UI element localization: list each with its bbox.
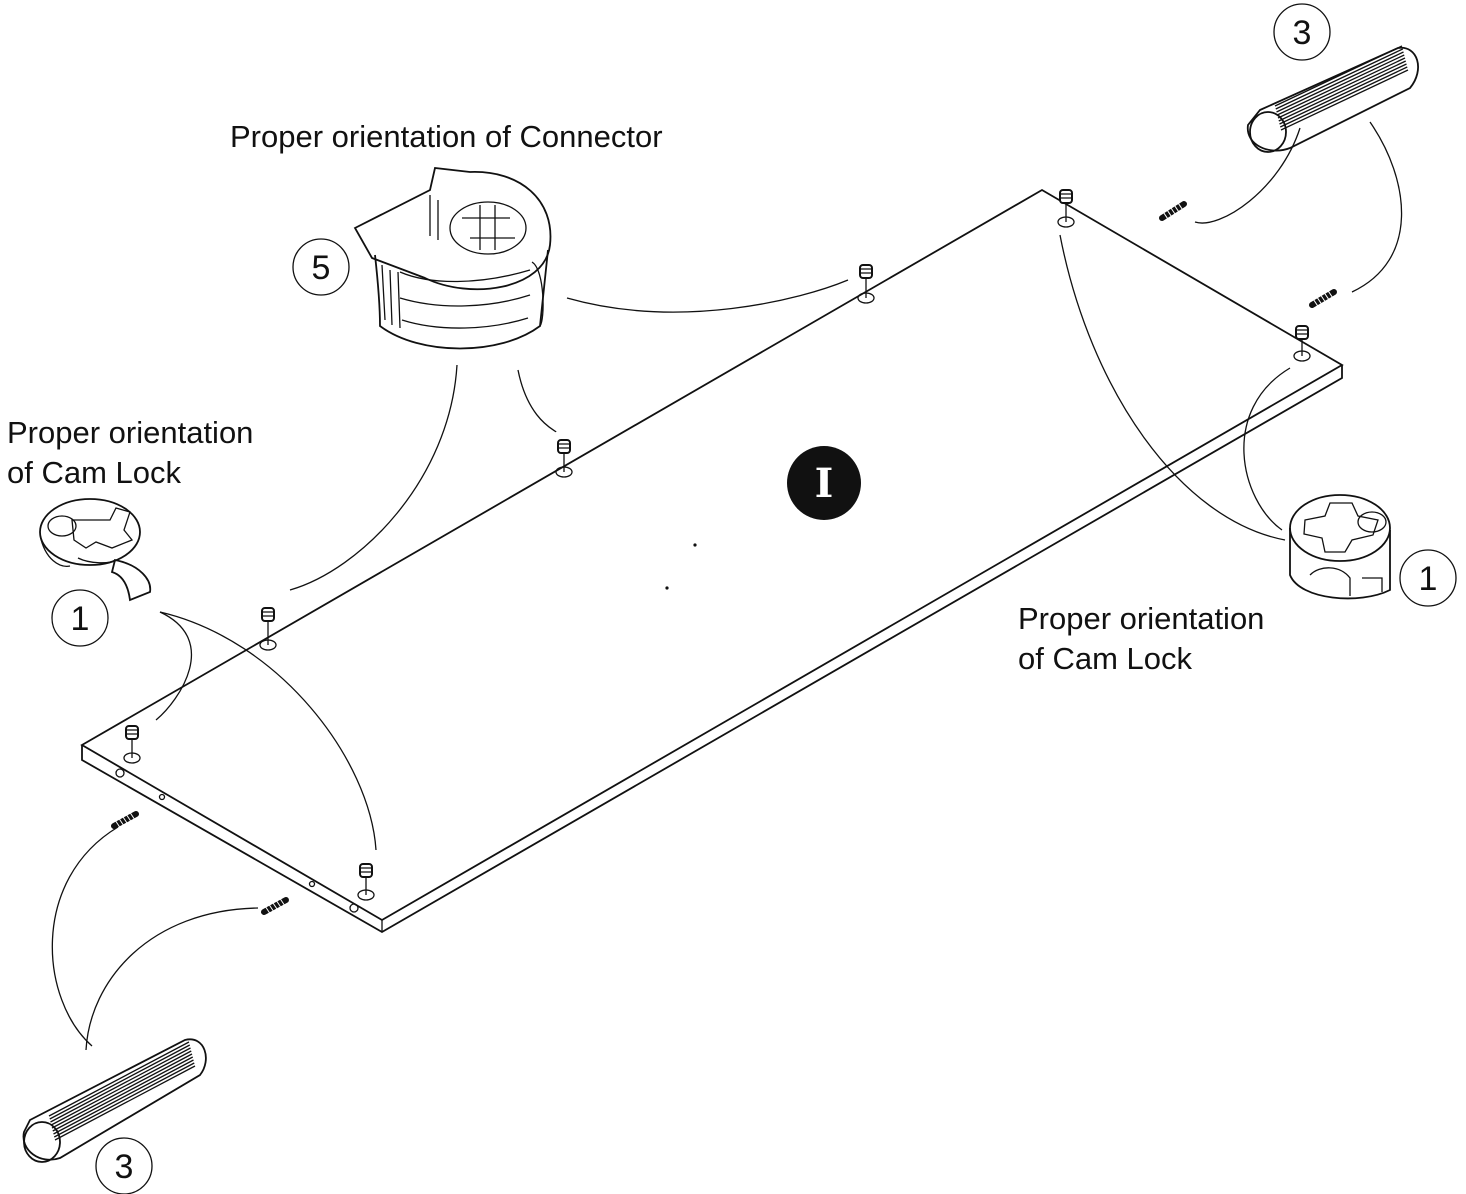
small-connector [123,725,141,764]
dowel-bottom-detail [22,1038,207,1163]
camlock-left-label-line2: of Cam Lock [7,455,182,490]
panel-mark [693,543,697,547]
part-number-text: 1 [71,600,90,638]
part-number-1-left: 1 [51,589,109,647]
camlock-right-label-line1: Proper orientation [1018,601,1265,636]
small-dowel [1159,201,1187,221]
panel-mark [665,586,669,590]
camlock-right-label-line2: of Cam Lock [1018,641,1193,676]
small-dowel [111,811,139,829]
leader-lines [51,121,1403,1051]
small-connector [1293,325,1311,362]
edge-holes [115,768,359,913]
installed-connectors [123,189,1311,901]
installed-dowels [111,201,1337,915]
part-number-text: 5 [312,249,331,287]
connector-orientation-label: Proper orientation of Connector [230,119,663,154]
small-connector [357,863,375,901]
small-dowel [261,897,289,915]
camlock-left-detail [39,498,151,602]
part-number-3-bottom: 3 [95,1137,153,1194]
panel-id-badge: I [787,446,861,520]
panel-id-text: I [815,460,834,507]
dowel-top-detail [1247,45,1419,153]
small-connector [259,607,277,651]
part-number-text: 1 [1419,560,1438,598]
part-number-5: 5 [292,238,350,296]
small-connector [857,264,875,304]
part-number-3-top: 3 [1273,3,1331,61]
camlock-left-label-line1: Proper orientation [7,415,254,450]
part-number-text: 3 [1293,14,1312,52]
part-number-1-right: 1 [1399,549,1457,607]
connector-detail [353,167,552,350]
panel-board [80,188,1344,934]
small-dowel [1309,289,1337,308]
small-connector [555,439,573,478]
part-number-text: 3 [115,1148,134,1186]
small-connector [1057,189,1075,228]
camlock-right-detail [1289,494,1391,600]
